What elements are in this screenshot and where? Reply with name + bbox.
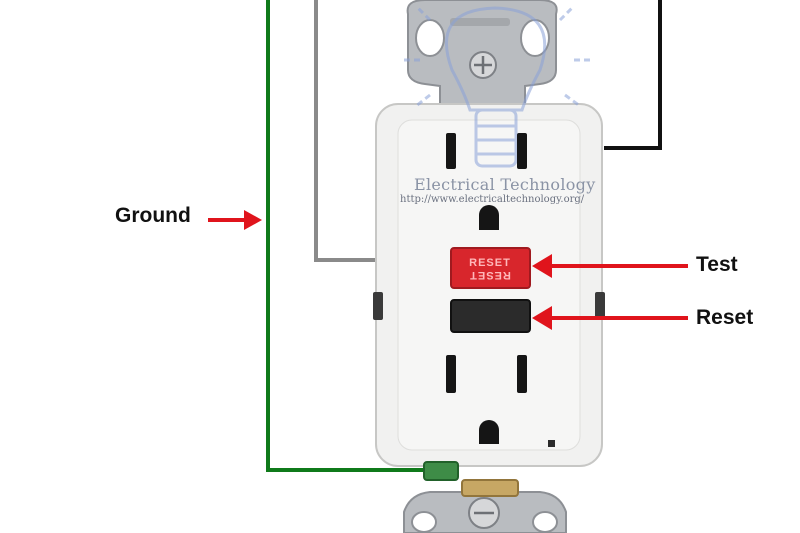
reset-arrow bbox=[532, 306, 688, 330]
right-side-tab bbox=[595, 292, 605, 320]
ground-arrow bbox=[208, 210, 262, 230]
test-label: Test bbox=[696, 253, 738, 276]
ground-terminal bbox=[423, 461, 459, 481]
lower-outlet-slot-left bbox=[446, 355, 456, 393]
watermark-bulb bbox=[404, 6, 590, 168]
upper-outlet-slot-right bbox=[517, 133, 527, 169]
brass-terminal bbox=[461, 479, 519, 497]
watermark-url: http://www.electricaltechnology.org/ bbox=[400, 194, 585, 205]
left-side-tab bbox=[373, 292, 383, 320]
test-arrow bbox=[532, 254, 688, 278]
ground-label: Ground bbox=[115, 204, 191, 227]
lower-outlet-slot-right bbox=[517, 355, 527, 393]
neutral-wire bbox=[314, 0, 378, 262]
reset-button[interactable]: RESET RESET bbox=[450, 247, 531, 289]
status-indicator bbox=[548, 440, 555, 447]
reset-label: Reset bbox=[696, 306, 754, 329]
ground-wire bbox=[266, 0, 430, 472]
reset-button-text: RESET bbox=[469, 257, 511, 269]
test-button[interactable] bbox=[450, 299, 531, 333]
upper-outlet-ground-hole bbox=[479, 205, 499, 230]
lower-outlet-ground-hole bbox=[479, 420, 499, 444]
reset-button-text-mirrored: RESET bbox=[469, 269, 511, 281]
hot-wire bbox=[604, 0, 662, 150]
upper-outlet-slot-left bbox=[446, 133, 456, 169]
watermark-title: Electrical Technology bbox=[414, 175, 596, 194]
